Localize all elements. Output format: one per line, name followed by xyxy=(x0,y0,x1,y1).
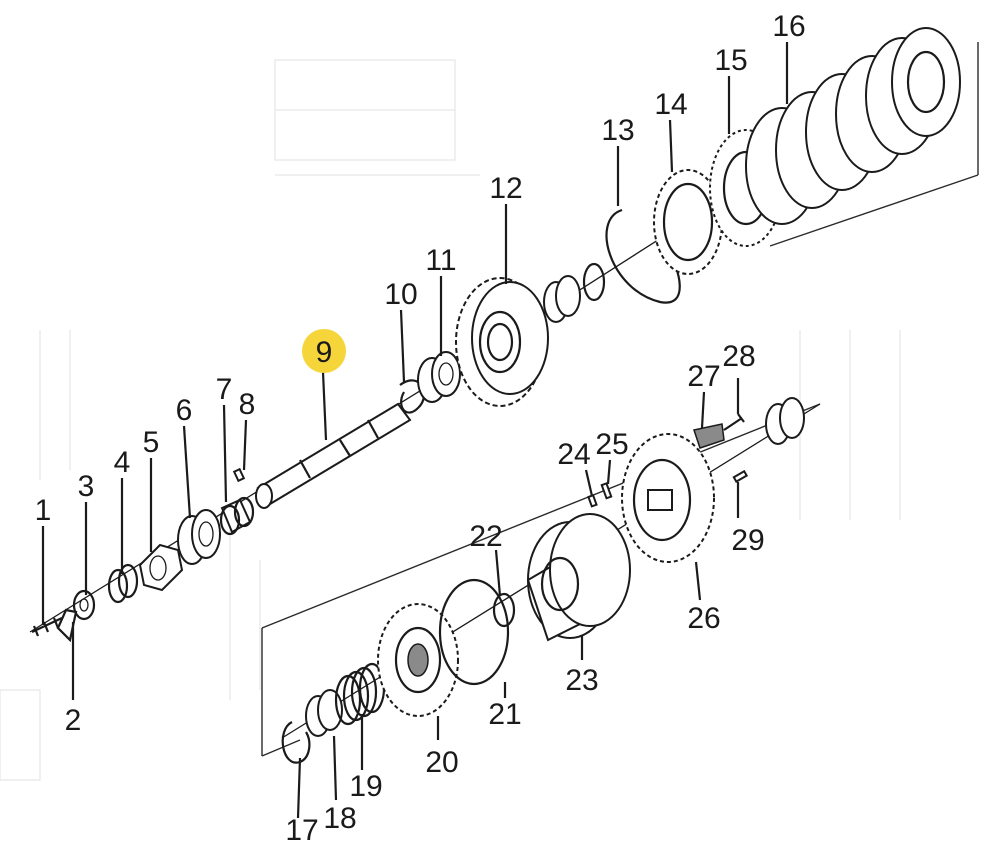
part-label-13: 13 xyxy=(601,114,634,147)
part-label-27: 27 xyxy=(687,360,720,393)
part-label-11: 11 xyxy=(425,244,456,277)
part-label-9: 9 xyxy=(316,336,333,369)
part-label-25: 25 xyxy=(595,428,628,461)
part-label-3: 3 xyxy=(78,470,95,503)
part-label-7: 7 xyxy=(216,373,233,406)
part-label-21: 21 xyxy=(488,698,521,731)
part-label-10: 10 xyxy=(384,278,417,311)
part-label-22: 22 xyxy=(469,520,502,553)
part-label-2: 2 xyxy=(65,704,82,737)
part-label-6: 6 xyxy=(176,394,193,427)
part-label-12: 12 xyxy=(489,172,522,205)
background-bleed xyxy=(0,59,901,781)
leader-lines xyxy=(41,42,789,819)
part-label-14: 14 xyxy=(654,88,687,121)
part-shapes xyxy=(31,27,961,764)
part-label-18: 18 xyxy=(323,802,356,835)
part-label-17: 17 xyxy=(285,814,318,847)
part-label-8: 8 xyxy=(239,388,256,421)
part-label-24: 24 xyxy=(557,438,590,471)
part-label-5: 5 xyxy=(143,426,160,459)
part-label-19: 19 xyxy=(349,770,382,803)
highlight-marker xyxy=(302,329,346,373)
part-label-26: 26 xyxy=(687,602,720,635)
part-labels: 1 2 3 4 5 6 7 8 9 10 11 12 13 14 15 16 1… xyxy=(35,10,806,847)
part-label-23: 23 xyxy=(565,664,598,697)
part-label-4: 4 xyxy=(114,446,131,479)
part-label-15: 15 xyxy=(714,44,747,77)
part-label-29: 29 xyxy=(731,524,764,557)
part-label-20: 20 xyxy=(425,746,458,779)
part-label-16: 16 xyxy=(772,10,805,43)
part-label-1: 1 xyxy=(35,494,52,527)
part-label-28: 28 xyxy=(722,340,755,373)
